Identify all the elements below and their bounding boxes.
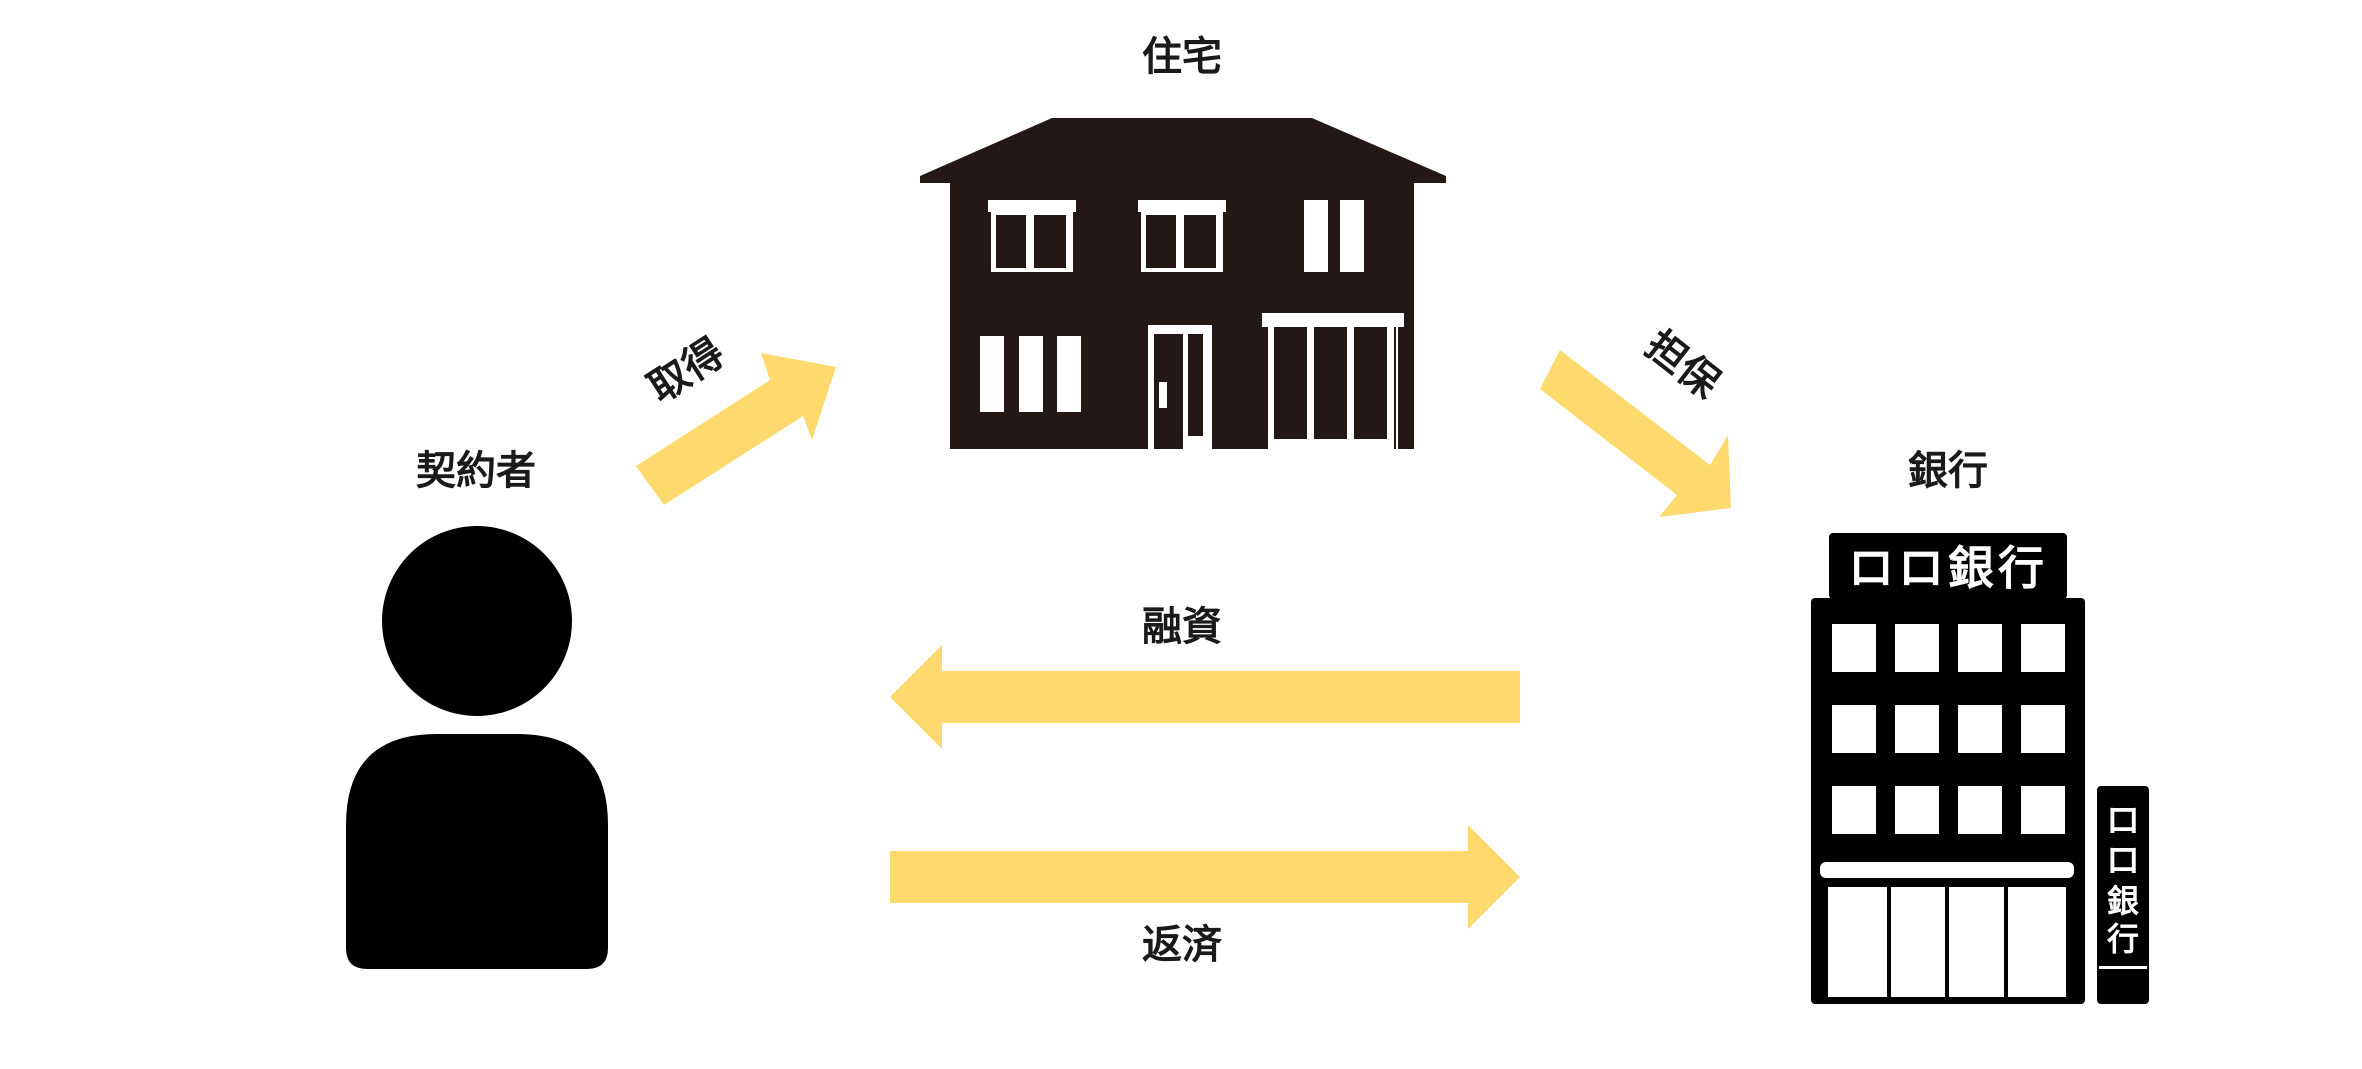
contractor-label: 契約者 — [416, 448, 536, 494]
loan-edge: 融資 — [890, 604, 1520, 749]
collateral-arrow — [1540, 350, 1731, 517]
bank-vertical-sign-char: ロ — [2106, 841, 2140, 881]
repayment-label: 返済 — [1142, 922, 1223, 968]
bank-node: 銀行 ロロ銀行 — [1811, 448, 2149, 1004]
repayment-edge: 返済 — [890, 825, 1520, 968]
collateral-label: 担保 — [1637, 322, 1729, 408]
bank-vertical-sign-char: 銀 — [2107, 882, 2139, 920]
house-icon — [920, 118, 1446, 449]
acquire-arrow — [636, 353, 836, 505]
bank-windows — [1832, 624, 2065, 834]
person-icon — [346, 526, 608, 969]
acquire-edge: 取得 — [636, 330, 836, 505]
bank-sign-text: ロロ銀行 — [1848, 541, 2048, 595]
house-node: 住宅 — [920, 34, 1446, 449]
acquire-label: 取得 — [640, 330, 732, 412]
loan-arrow — [890, 645, 1520, 749]
contractor-node: 契約者 — [346, 448, 608, 969]
bank-label: 銀行 — [1908, 448, 1988, 494]
house-label: 住宅 — [1142, 34, 1222, 80]
bank-building-icon: ロロ銀行 — [1811, 533, 2149, 1004]
bank-vertical-sign-char: 行 — [2107, 920, 2139, 958]
bank-vertical-sign-char: ロ — [2106, 801, 2140, 841]
loan-label: 融資 — [1142, 604, 1222, 650]
repayment-arrow — [890, 825, 1520, 929]
collateral-edge: 担保 — [1540, 322, 1731, 517]
